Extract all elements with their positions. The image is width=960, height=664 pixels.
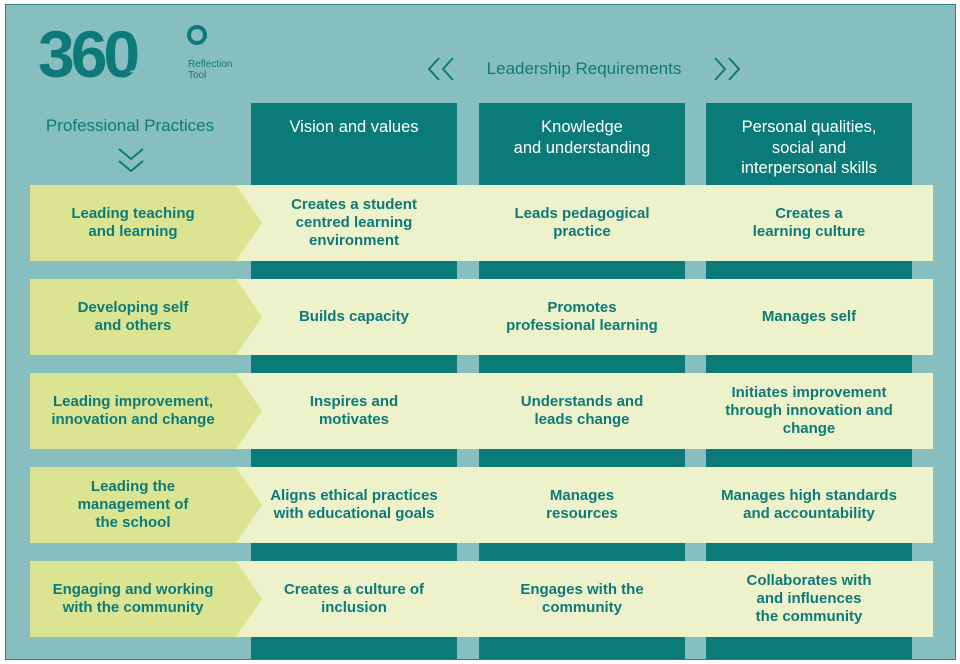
column-header-label: Vision and values bbox=[289, 118, 419, 136]
cell: Builds capacity bbox=[298, 308, 410, 325]
cell: Manages self bbox=[761, 308, 857, 325]
logo-360: 360 Reflection Tool bbox=[38, 21, 248, 91]
chevrons-right-icon bbox=[714, 57, 741, 81]
professional-practices-header: Professional Practices bbox=[45, 116, 215, 135]
logo-subtitle-line2: Tool bbox=[188, 70, 207, 81]
leadership-requirements-header: Leadership Requirements bbox=[426, 55, 742, 83]
logo-digits: 360 bbox=[38, 17, 140, 91]
logo-subtitle-line1: Reflection bbox=[188, 59, 233, 70]
degree-icon bbox=[187, 25, 207, 45]
row-label-arrow: Leading improvement,innovation and chang… bbox=[30, 373, 266, 449]
logo-subtitle: Reflection Tool bbox=[188, 59, 232, 81]
practice-row-improvement: Leading improvement,innovation and chang… bbox=[30, 373, 933, 449]
column-header: Vision and values bbox=[251, 103, 457, 185]
leadership-requirements-title: Leadership Requirements bbox=[486, 59, 682, 78]
waves-icon bbox=[130, 69, 188, 83]
reflection-tool-frame: 360 Reflection Tool Leadership Requireme… bbox=[5, 4, 956, 660]
row-label: Leading improvement,innovation and chang… bbox=[51, 393, 215, 428]
chevrons-left-icon bbox=[427, 57, 454, 81]
chevrons-down-icon bbox=[118, 148, 144, 173]
